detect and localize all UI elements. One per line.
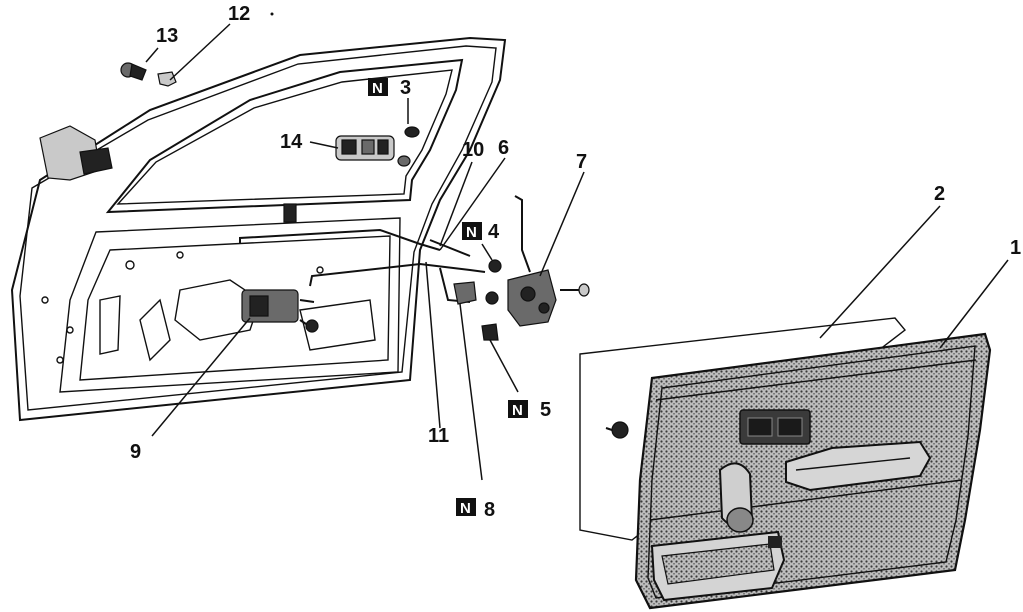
rod-end-part-8 [453, 281, 477, 305]
fastener-part-4 [488, 259, 502, 273]
n-badge-4 [462, 222, 482, 240]
callout-13: 13 [156, 25, 178, 47]
n-badge-8 [456, 498, 476, 516]
trim-panel-part-1 [634, 332, 992, 610]
door-shell [10, 36, 507, 422]
callout-7: 7 [576, 151, 587, 173]
pull-handle [785, 440, 932, 492]
callout-6: 6 [498, 137, 509, 159]
callout-12: 12 [228, 3, 250, 25]
callout-10: 10 [462, 139, 484, 161]
callout-8: 8 [484, 499, 495, 521]
n-badge-3-letter: N [372, 80, 383, 97]
switch-part-14 [335, 135, 395, 161]
inner-handle-part-9 [241, 289, 319, 333]
clip-part-12 [157, 71, 177, 87]
n-badge-3 [368, 78, 388, 96]
callout-9: 9 [130, 441, 141, 463]
callout-11: 11 [428, 425, 449, 447]
callout-labels: 12 13 N 3 14 10 6 7 2 1 N 4 N 5 11 N 8 9 [130, 3, 1021, 521]
grommet-part-3 [404, 126, 420, 138]
leader-lines [145, 23, 1009, 481]
stray-dot [270, 12, 274, 16]
trim-clip [605, 421, 629, 439]
callout-1: 1 [1010, 237, 1021, 259]
fastener-part-6 [485, 291, 499, 305]
callout-4: 4 [488, 221, 500, 243]
callout-2: 2 [934, 183, 945, 205]
clip-part-5 [481, 323, 499, 341]
n-badge-5-letter: N [512, 402, 523, 419]
n-badge-4-letter: N [466, 224, 477, 241]
lock-assembly-part-7 [507, 269, 590, 327]
grommet-part-3b [397, 155, 411, 167]
callout-5: 5 [540, 399, 551, 421]
callout-3: 3 [400, 77, 411, 99]
callout-14: 14 [280, 131, 303, 153]
n-badge-8-letter: N [460, 500, 471, 517]
plug-part-13 [120, 62, 147, 81]
n-badge-5 [508, 400, 528, 418]
